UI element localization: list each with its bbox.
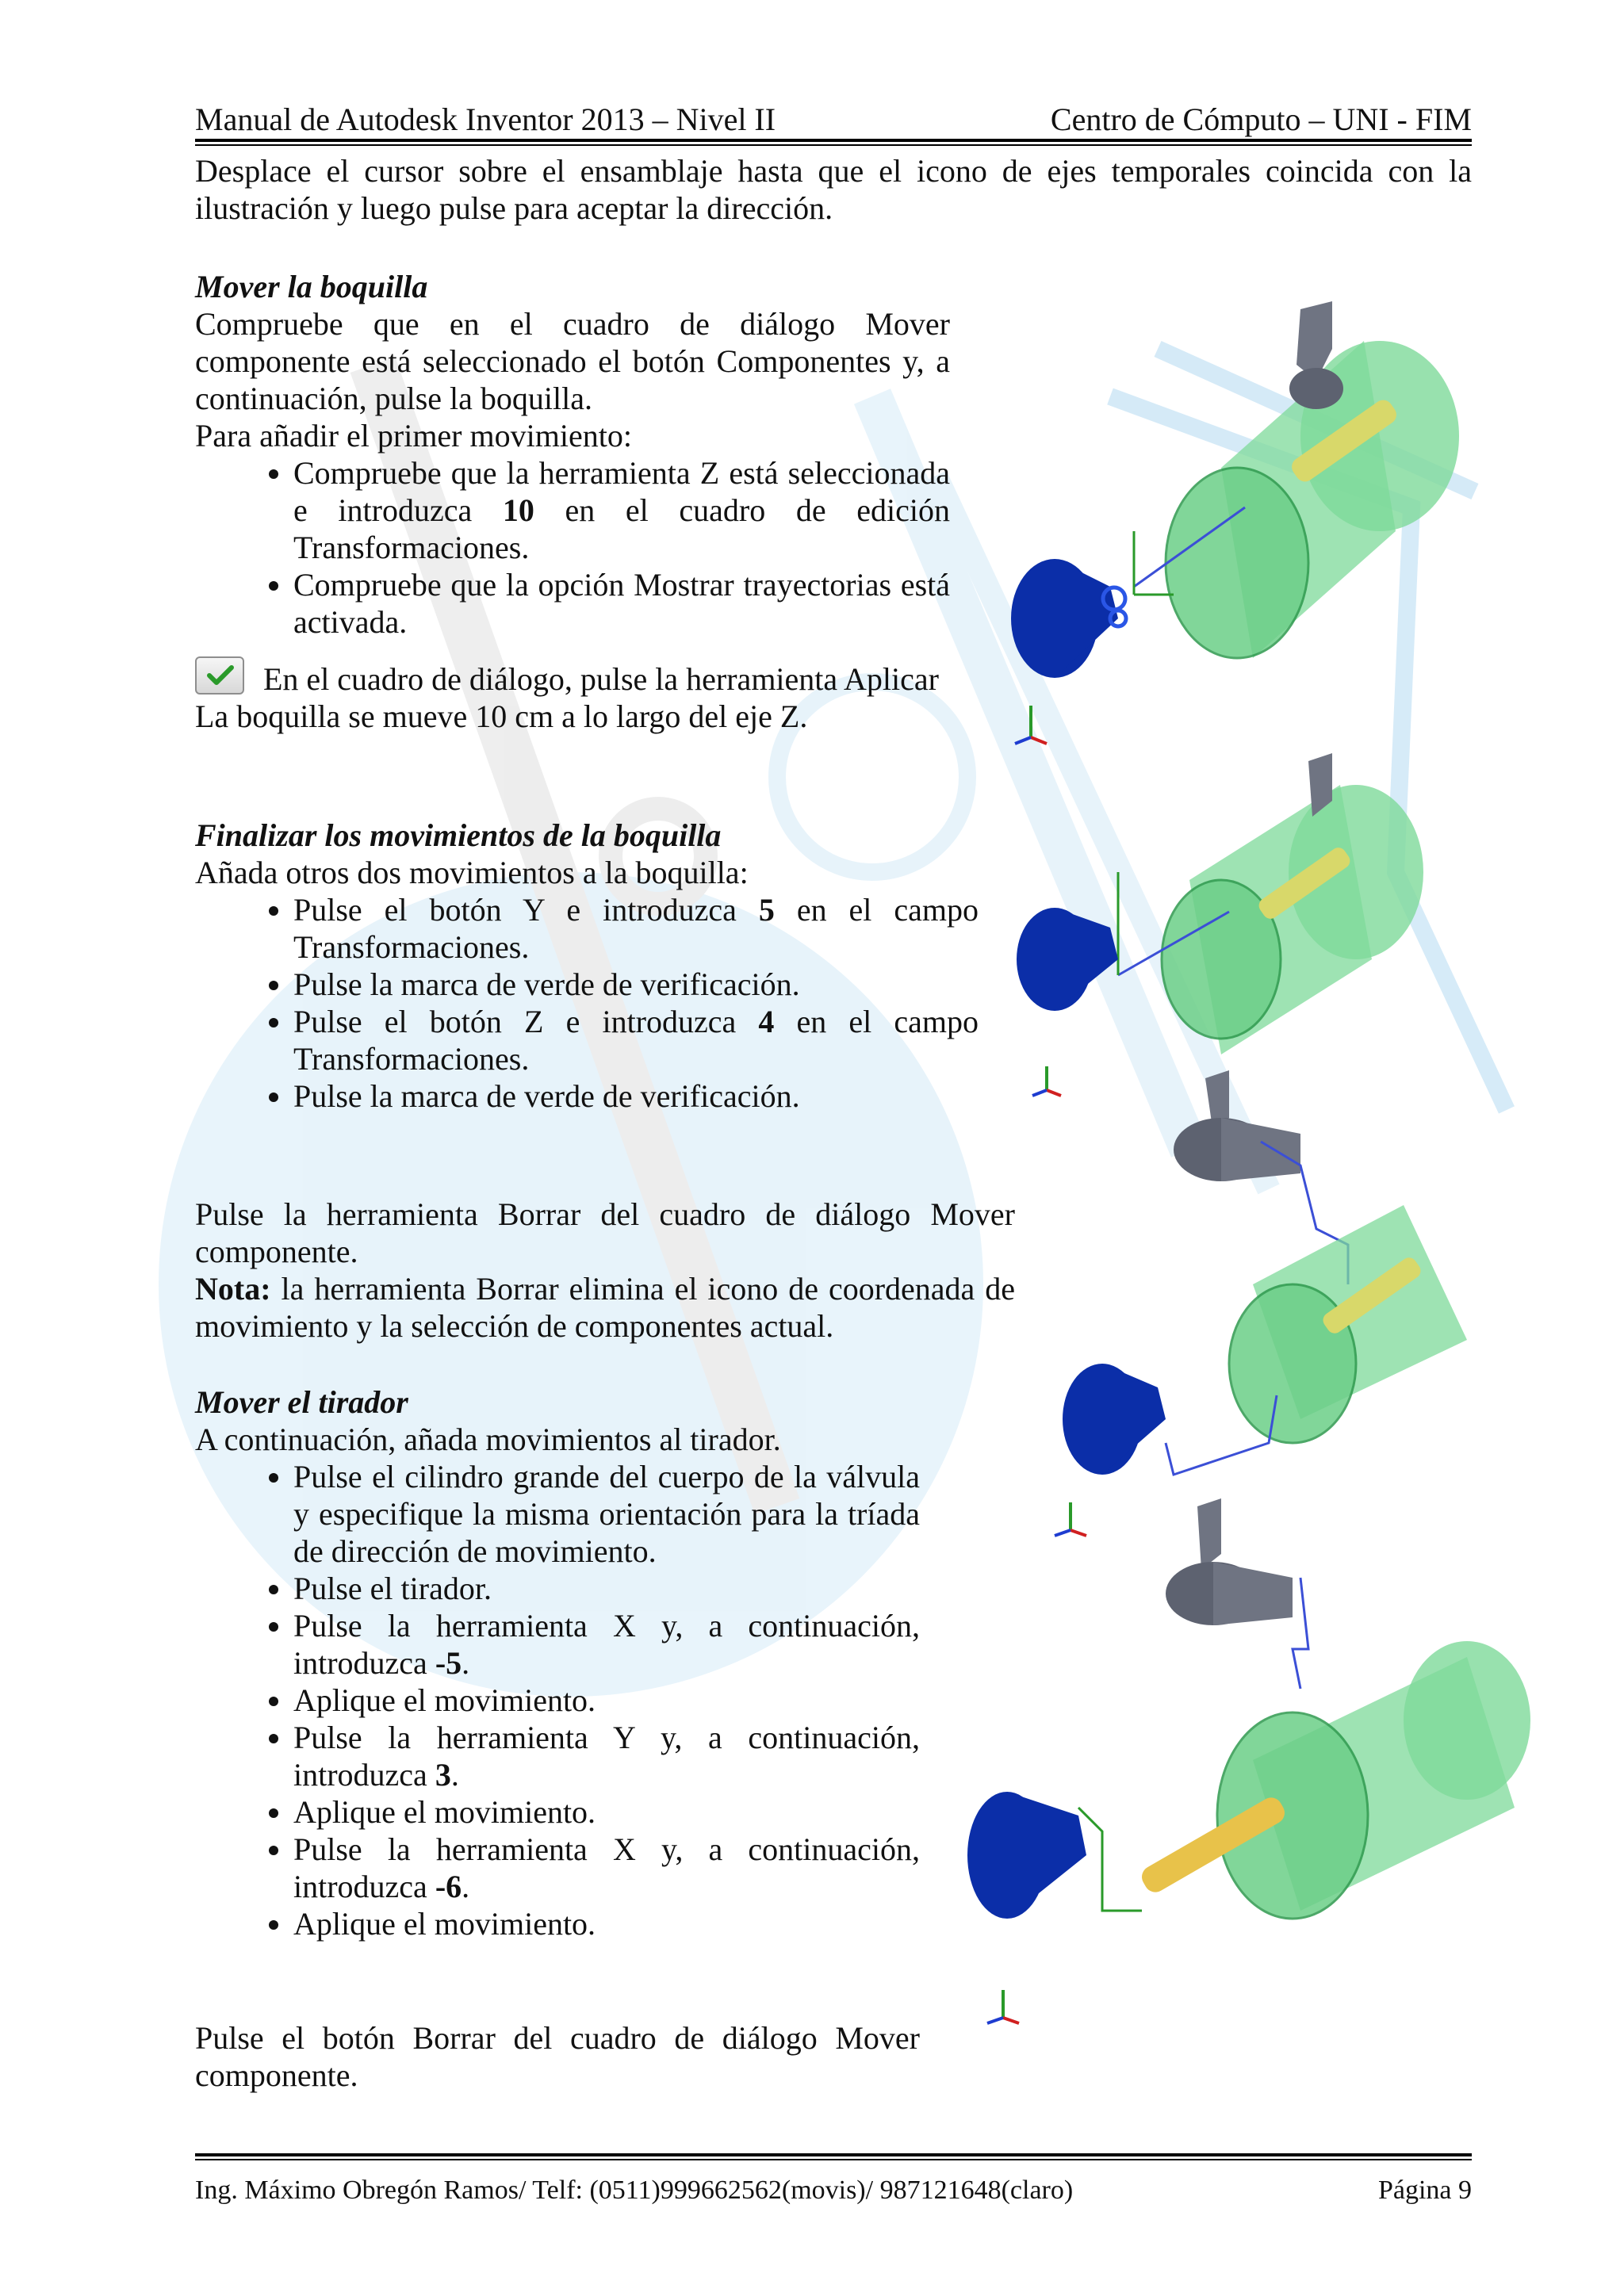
paragraph: Compruebe que en el cuadro de diálogo Mo… xyxy=(195,306,950,416)
bullet-list: Pulse el cilindro grande del cuerpo de l… xyxy=(195,1458,920,1942)
header-right: Centro de Cómputo – UNI - FIM xyxy=(1050,101,1472,137)
page-footer: Ing. Máximo Obregón Ramos/ Telf: (0511)9… xyxy=(195,2171,1472,2210)
note-paragraph: Nota: la herramienta Borrar elimina el i… xyxy=(195,1271,1015,1344)
section-mover-tirador: Mover el tirador A continuación, añada m… xyxy=(195,1383,920,1942)
note-label: Nota: xyxy=(195,1271,271,1307)
section-title: Finalizar los movimientos de la boquilla xyxy=(195,817,722,853)
list-item: Compruebe que la opción Mostrar trayecto… xyxy=(293,566,950,641)
apply-text: En el cuadro de diálogo, pulse la herram… xyxy=(263,661,939,697)
nozzle xyxy=(1011,559,1128,678)
list-item: Pulse la marca de verde de verificación. xyxy=(293,966,979,1003)
page-header: Manual de Autodesk Inventor 2013 – Nivel… xyxy=(195,94,1472,138)
apply-line: En el cuadro de diálogo, pulse la herram… xyxy=(195,656,950,698)
illustration-1 xyxy=(1011,301,1459,745)
list-item: Aplique el movimiento. xyxy=(293,1682,920,1719)
intro-paragraph: Desplace el cursor sobre el ensamblaje h… xyxy=(195,153,1472,226)
list-item: Pulse el cilindro grande del cuerpo de l… xyxy=(293,1458,920,1570)
paragraph: Pulse el botón Borrar del cuadro de diál… xyxy=(195,2020,920,2093)
paragraph: Para añadir el primer movimiento: xyxy=(195,418,632,453)
section-borrar: Pulse la herramienta Borrar del cuadro d… xyxy=(195,1196,1015,1345)
list-item: Compruebe que la herramienta Z está sele… xyxy=(293,454,950,566)
list-item: Pulse la marca de verde de verificación. xyxy=(293,1077,979,1115)
footer-rule-thin xyxy=(195,2159,1472,2160)
footer-left: Ing. Máximo Obregón Ramos/ Telf: (0511)9… xyxy=(195,2175,1074,2205)
checkmark-icon xyxy=(207,665,234,685)
section-mover-boquilla: Mover la boquilla Compruebe que en el cu… xyxy=(195,268,950,735)
page-number: Página 9 xyxy=(1377,2175,1472,2205)
paragraph: A continuación, añada movimientos al tir… xyxy=(195,1422,781,1457)
list-item: Aplique el movimiento. xyxy=(293,1793,920,1831)
section-title: Mover la boquilla xyxy=(195,269,428,304)
footer-rule xyxy=(195,2153,1472,2156)
section-title: Mover el tirador xyxy=(195,1384,408,1420)
illustration-4 xyxy=(967,1498,1530,2025)
section-final: Pulse el botón Borrar del cuadro de diál… xyxy=(195,2019,920,2094)
header-rule-thin xyxy=(195,144,1472,146)
header-left: Manual de Autodesk Inventor 2013 – Nivel… xyxy=(195,101,776,137)
list-item: Pulse la herramienta Y y, a continuación… xyxy=(293,1719,920,1793)
list-item: Pulse la herramienta X y, a continuación… xyxy=(293,1607,920,1682)
section-finalizar: Finalizar los movimientos de la boquilla… xyxy=(195,817,979,1115)
paragraph: Añada otros dos movimientos a la boquill… xyxy=(195,855,749,890)
bullet-list: Compruebe que la herramienta Z está sele… xyxy=(195,454,950,641)
paragraph: Pulse la herramienta Borrar del cuadro d… xyxy=(195,1196,1015,1269)
bullet-list: Pulse el botón Y e introduzca 5 en el ca… xyxy=(195,891,979,1115)
illustration-3 xyxy=(1054,1070,1467,1537)
axis-triad xyxy=(1014,531,1174,745)
illustration-2 xyxy=(1017,753,1423,1097)
header-rule xyxy=(195,139,1472,142)
list-item: Aplique el movimiento. xyxy=(293,1905,920,1942)
apply-button[interactable] xyxy=(195,656,244,695)
list-item: Pulse la herramienta X y, a continuación… xyxy=(293,1831,920,1905)
list-item: Pulse el botón Y e introduzca 5 en el ca… xyxy=(293,891,979,966)
paragraph: La boquilla se mueve 10 cm a lo largo de… xyxy=(195,698,808,734)
list-item: Pulse el botón Z e introduzca 4 en el ca… xyxy=(293,1003,979,1077)
list-item: Pulse el tirador. xyxy=(293,1570,920,1607)
handle xyxy=(1289,301,1343,409)
